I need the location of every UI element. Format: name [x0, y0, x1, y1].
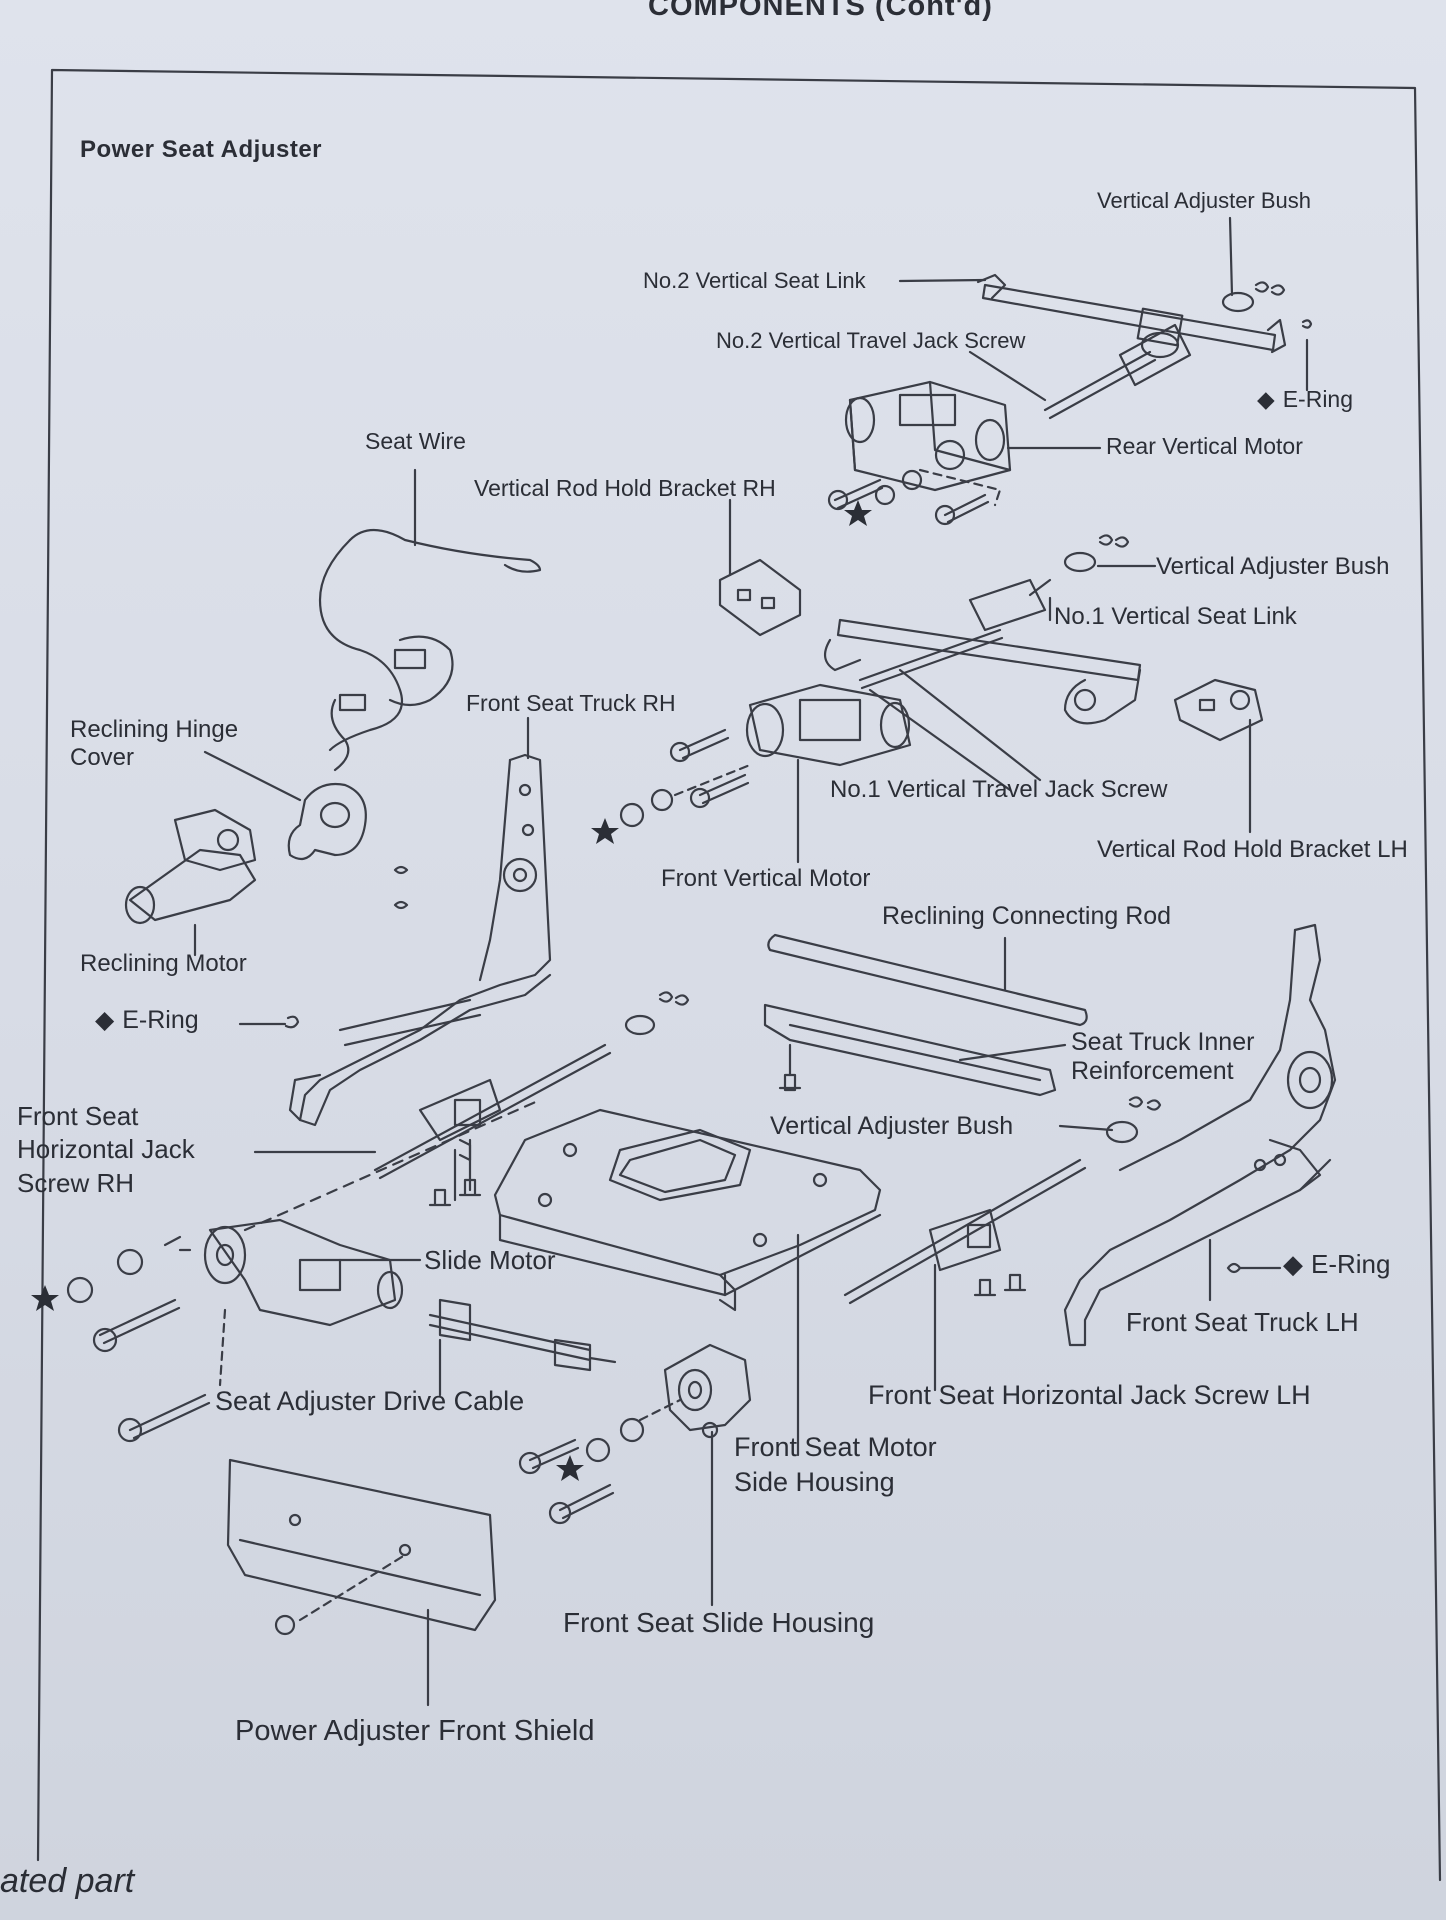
label-e-ring-left: ◆E-Ring: [95, 1006, 199, 1034]
diamond-mark: ◆: [1257, 386, 1275, 412]
star-mark-3: [31, 1285, 59, 1311]
label-slide-motor: Slide Motor: [424, 1245, 556, 1275]
reclining-connecting-rod-part: [767, 933, 1088, 1027]
footer-note: ated part: [0, 1862, 135, 1900]
label-no1-vertical-travel-jack-screw: No.1 Vertical Travel Jack Screw: [830, 776, 1168, 803]
diamond-mark: ◆: [1283, 1249, 1303, 1279]
diagram-frame: [36, 68, 1442, 1882]
label-reclining-connecting-rod: Reclining Connecting Rod: [882, 902, 1172, 930]
seat-base-frame-part: [493, 1108, 882, 1312]
label-seat-adjuster-drive-cable: Seat Adjuster Drive Cable: [215, 1386, 525, 1416]
label-reclining-hinge-cover: Reclining Hinge Cover: [70, 716, 239, 771]
reclining-motor-part: [124, 808, 257, 925]
label-vertical-adjuster-bush-mid: Vertical Adjuster Bush: [1156, 553, 1390, 580]
label-power-adjuster-front-shield: Power Adjuster Front Shield: [235, 1715, 595, 1747]
label-vertical-adjuster-bush-low: Vertical Adjuster Bush: [770, 1112, 1014, 1140]
rear-vertical-motor-part: [844, 380, 1012, 492]
front-seat-truck-rh-part: [288, 753, 552, 1127]
label-reclining-motor: Reclining Motor: [80, 950, 247, 977]
label-front-seat-motor-side-housing: Front Seat Motor Side Housing: [734, 1432, 937, 1498]
star-mark-1: [844, 500, 872, 526]
section-title: Power Seat Adjuster: [80, 136, 323, 163]
no2-vertical-travel-jack-screw-part: [1043, 323, 1192, 420]
power-adjuster-front-shield-part: [226, 1458, 497, 1632]
vertical-rod-hold-bracket-rh-part: [718, 558, 802, 637]
label-seat-truck-inner-reinforcement: Seat Truck Inner Reinforcement: [1071, 1028, 1255, 1085]
label-front-seat-truck-rh: Front Seat Truck RH: [466, 690, 676, 716]
label-rear-vertical-motor: Rear Vertical Motor: [1106, 433, 1303, 459]
slide-motor-part: [203, 1218, 404, 1327]
label-front-vertical-motor: Front Vertical Motor: [661, 865, 871, 892]
e-ring-top-part: [1301, 319, 1313, 329]
label-front-seat-slide-housing: Front Seat Slide Housing: [563, 1607, 875, 1638]
front-vertical-motor-part: [745, 683, 912, 767]
diamond-mark: ◆: [95, 1006, 115, 1034]
reclining-hinge-cover-part: [287, 782, 367, 861]
label-vertical-rod-hold-bracket-rh: Vertical Rod Hold Bracket RH: [474, 475, 776, 501]
bush-top-1: [1221, 291, 1255, 313]
label-seat-wire: Seat Wire: [365, 428, 466, 454]
label-no1-vertical-seat-link: No.1 Vertical Seat Link: [1054, 603, 1297, 630]
no1-vertical-seat-link-part: [823, 578, 1142, 725]
front-seat-slide-housing-part: [663, 1343, 752, 1439]
label-e-ring-top: ◆E-Ring: [1257, 386, 1354, 412]
no2-vertical-seat-link-part: [976, 273, 1287, 354]
label-no2-vertical-seat-link: No.2 Vertical Seat Link: [643, 268, 866, 293]
horizontal-jack-screw-lh-part: [843, 1158, 1087, 1305]
label-vertical-rod-hold-bracket-lh: Vertical Rod Hold Bracket LH: [1097, 836, 1408, 863]
label-no2-vertical-travel-jack-screw: No.2 Vertical Travel Jack Screw: [716, 328, 1026, 353]
vertical-rod-hold-bracket-lh-part: [1173, 678, 1264, 742]
label-vertical-adjuster-bush-top: Vertical Adjuster Bush: [1097, 188, 1312, 213]
label-front-seat-horizontal-jack-screw-rh: Front Seat Horizontal Jack Screw RH: [17, 1101, 195, 1198]
label-e-ring-right: ◆E-Ring: [1283, 1249, 1391, 1279]
star-mark-4: [556, 1455, 584, 1481]
seat-truck-inner-reinforcement-part: [763, 1003, 1057, 1097]
label-front-seat-horizontal-jack-screw-lh: Front Seat Horizontal Jack Screw LH: [868, 1380, 1311, 1410]
seat-adjuster-drive-cable-part: [428, 1298, 617, 1372]
page-heading: COMPONENTS (Cont'd): [648, 0, 993, 22]
horizontal-jack-screw-rh-part: [373, 1043, 612, 1202]
front-seat-truck-lh-part: [1063, 923, 1337, 1347]
label-front-seat-truck-lh: Front Seat Truck LH: [1126, 1307, 1359, 1337]
seat-wire-part: [318, 529, 542, 772]
star-mark-2: [591, 818, 619, 844]
